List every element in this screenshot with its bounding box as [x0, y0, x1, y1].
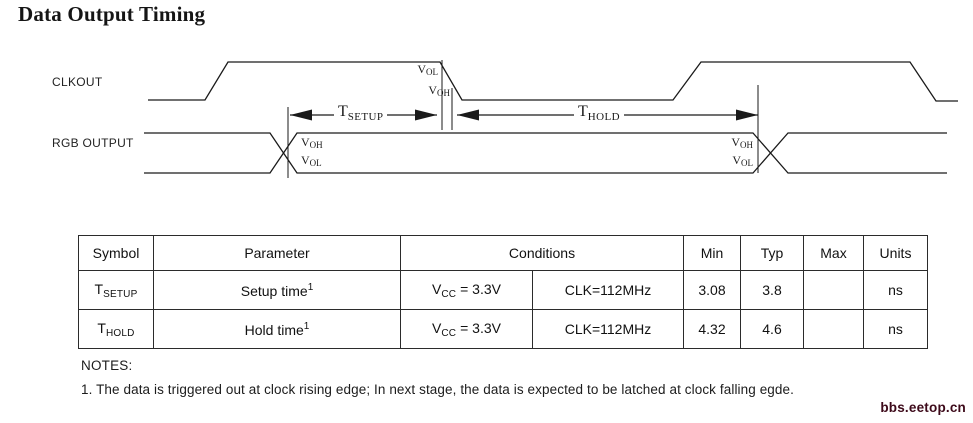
rgb1-vol-label: VOL: [301, 153, 322, 169]
rgb-waveform-rail-b: [144, 132, 947, 174]
signal-label-rgb-output: RGB OUTPUT: [52, 136, 134, 150]
header-conditions: Conditions: [400, 235, 684, 271]
page-title: Data Output Timing: [18, 2, 206, 26]
header-symbol: Symbol: [78, 235, 154, 271]
cell-typ: 4.6: [740, 309, 804, 349]
cell-min: 4.32: [683, 309, 741, 349]
t-setup-label: TSETUP: [334, 104, 388, 125]
header-min: Min: [683, 235, 741, 271]
cell-max: [803, 309, 864, 349]
signal-label-clkout: CLKOUT: [52, 75, 103, 89]
header-max: Max: [803, 235, 864, 271]
cell-condition-vcc: VCC = 3.3V: [400, 309, 533, 349]
spec-table: Symbol Parameter Conditions Min Typ Max …: [78, 235, 928, 349]
header-typ: Typ: [740, 235, 804, 271]
header-units: Units: [863, 235, 928, 271]
clk-voh-label: VOH: [428, 83, 450, 99]
cell-condition-vcc: VCC = 3.3V: [400, 270, 533, 310]
t-setup-left-arrowhead: [290, 109, 312, 121]
cell-typ: 3.8: [740, 270, 804, 310]
cell-units: ns: [863, 270, 928, 310]
table-row-tsetup: TSETUP Setup time1 VCC = 3.3V CLK=112MHz…: [78, 270, 928, 310]
cell-units: ns: [863, 309, 928, 349]
clkout-waveform: [148, 61, 958, 102]
t-setup-right-arrowhead: [415, 109, 437, 121]
cell-condition-clk: CLK=112MHz: [532, 309, 684, 349]
timing-diagram: [144, 60, 958, 178]
cell-parameter: Hold time1: [153, 309, 401, 349]
table-row-thold: THOLD Hold time1 VCC = 3.3V CLK=112MHz 4…: [78, 309, 928, 349]
cell-condition-clk: CLK=112MHz: [532, 270, 684, 310]
cell-symbol: TSETUP: [78, 270, 154, 310]
cell-symbol: THOLD: [78, 309, 154, 349]
cell-parameter: Setup time1: [153, 270, 401, 310]
watermark: bbs.eetop.cn: [880, 400, 966, 415]
rgb-waveform-rail-a: [144, 132, 947, 174]
rgb2-vol-label: VOL: [732, 153, 753, 169]
table-header-row: Symbol Parameter Conditions Min Typ Max …: [78, 235, 928, 271]
rgb1-voh-label: VOH: [301, 135, 323, 151]
cell-max: [803, 270, 864, 310]
rgb2-voh-label: VOH: [731, 135, 753, 151]
t-hold-label: THOLD: [574, 104, 624, 125]
clk-vol-label: VOL: [417, 62, 438, 78]
t-hold-right-arrowhead: [736, 109, 758, 121]
cell-min: 3.08: [683, 270, 741, 310]
notes-heading: NOTES:: [81, 358, 133, 373]
header-parameter: Parameter: [153, 235, 401, 271]
t-hold-left-arrowhead: [457, 109, 479, 121]
note-item: 1. The data is triggered out at clock ri…: [81, 382, 794, 397]
